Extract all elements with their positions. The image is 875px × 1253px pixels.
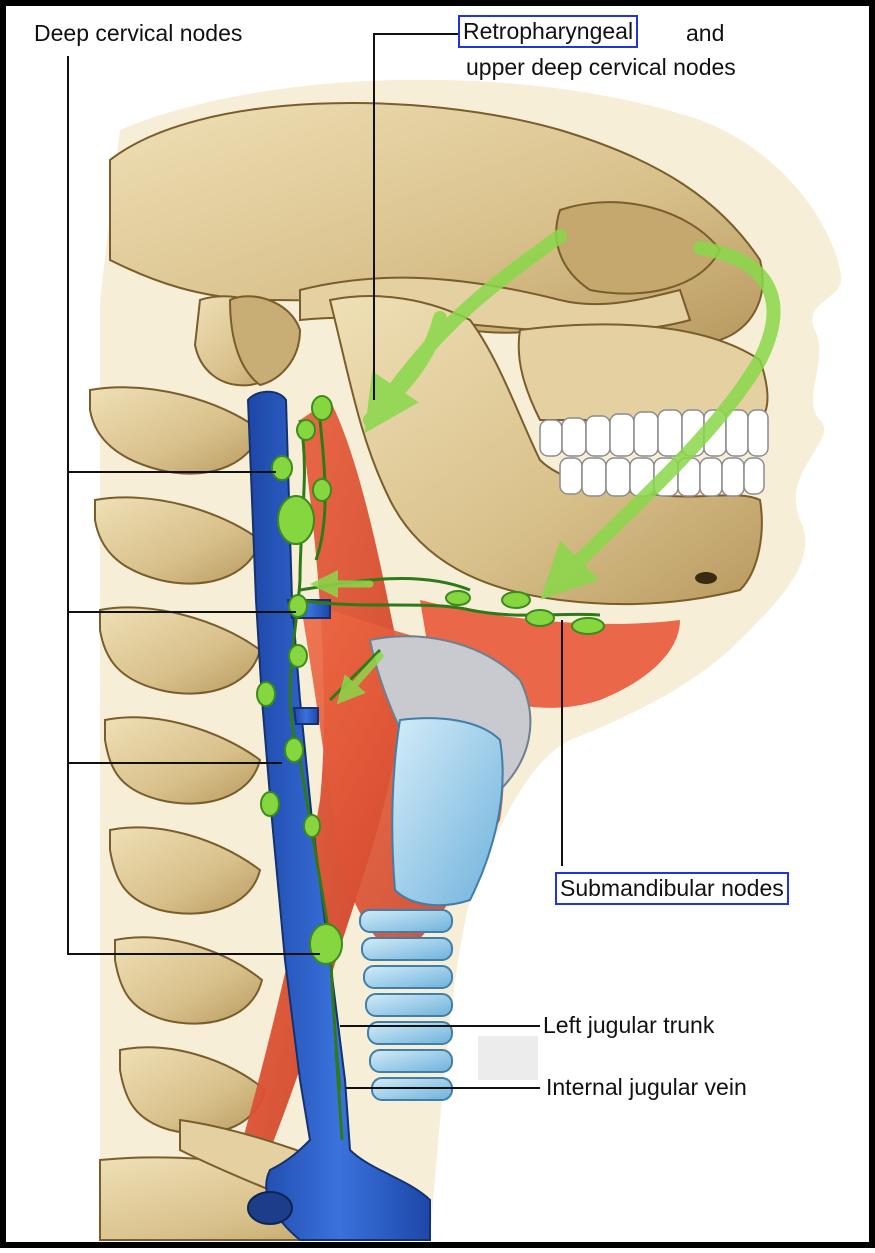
highlight-patch [478,1036,538,1080]
label-retropharyngeal-and: and [686,20,724,47]
label-upper-deep-cervical-nodes: upper deep cervical nodes [466,54,736,81]
label-internal-jugular-vein: Internal jugular vein [546,1074,747,1101]
label-retropharyngeal: Retropharyngeal [458,15,638,48]
label-left-jugular-trunk: Left jugular trunk [543,1012,714,1039]
label-deep-cervical-nodes: Deep cervical nodes [34,20,242,47]
label-submandibular-nodes: Submandibular nodes [555,872,789,905]
jugular-branch-lower [294,708,318,724]
mental-foramen [695,572,717,584]
brachiocephalic-vein-opening [248,1192,292,1224]
